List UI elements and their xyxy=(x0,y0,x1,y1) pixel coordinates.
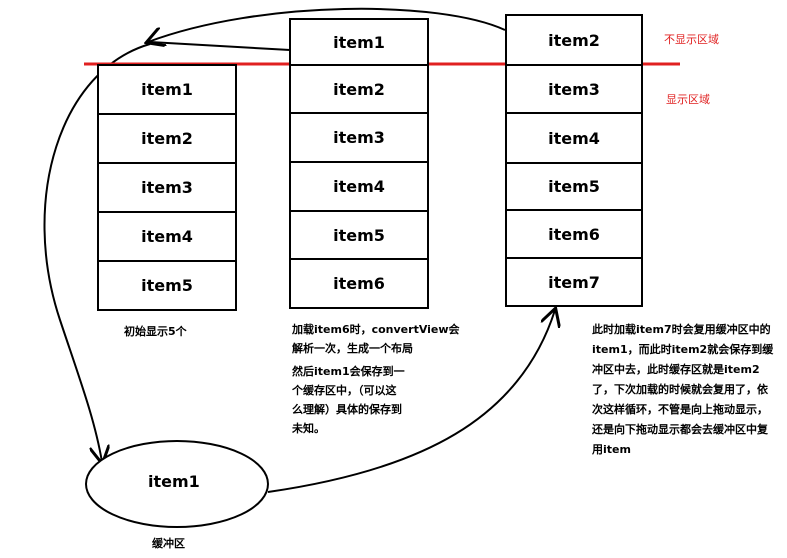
list-item: item1 xyxy=(291,20,427,66)
caption-line: 加载item6时，convertView会 xyxy=(292,323,460,336)
arrow-to-buffer xyxy=(43,43,151,462)
caption-load-item7: 此时加载item7时会复用缓冲区中的 item1，而此时item2就会保存到缓 … xyxy=(592,320,773,460)
caption-line: 未知。 xyxy=(292,422,325,435)
column-load-item7: item2 item3 item4 item5 item6 item7 xyxy=(505,14,643,307)
arrow-col3-to-col1 xyxy=(148,7,506,42)
list-item: item5 xyxy=(507,164,641,211)
list-item: item1 xyxy=(99,66,235,115)
buffer-ellipse xyxy=(85,440,269,528)
list-item: item2 xyxy=(99,115,235,164)
list-item: item2 xyxy=(507,16,641,66)
arrow-col2-to-col1 xyxy=(149,41,291,51)
list-item: item6 xyxy=(291,260,427,309)
list-item: item7 xyxy=(507,259,641,307)
column-load-item6: item1 item2 item3 item4 item5 item6 xyxy=(289,18,429,309)
caption-line: 用item xyxy=(592,443,631,456)
arrow-buffer-to-col3 xyxy=(267,310,555,493)
list-item: item4 xyxy=(99,213,235,262)
caption-line: 次这样循环，不管是向上拖动显示， xyxy=(592,403,768,416)
column-initial: item1 item2 item3 item4 item5 xyxy=(97,64,237,311)
buffer-label: 缓冲区 xyxy=(152,537,185,550)
caption-line: 冲区中去，此时缓存区就是item2 xyxy=(592,363,760,376)
list-item: item3 xyxy=(507,66,641,114)
caption-line: 此时加载item7时会复用缓冲区中的 xyxy=(592,323,771,336)
hidden-area-label: 不显示区域 xyxy=(664,33,719,46)
list-item: item5 xyxy=(99,262,235,311)
caption-line: 么理解）具体的保存到 xyxy=(292,403,402,416)
list-item: item6 xyxy=(507,211,641,259)
caption-line: 个缓存区中，（可以这 xyxy=(292,384,397,397)
list-item: item2 xyxy=(291,66,427,114)
caption-line: 初始显示5个 xyxy=(124,325,187,338)
buffer-item: item1 xyxy=(148,472,200,491)
list-item: item5 xyxy=(291,212,427,260)
list-item: item3 xyxy=(99,164,235,213)
caption-initial: 初始显示5个 xyxy=(124,322,187,342)
list-item: item4 xyxy=(507,114,641,164)
caption-line: 然后item1会保存到一 xyxy=(292,365,405,378)
visible-area-label: 显示区域 xyxy=(666,93,710,106)
caption-load-item6: 加载item6时，convertView会 解析一次，生成一个布局 然后item… xyxy=(292,320,460,438)
list-item: item4 xyxy=(291,163,427,212)
caption-line: 解析一次，生成一个布局 xyxy=(292,342,413,355)
caption-line: item1，而此时item2就会保存到缓 xyxy=(592,343,774,356)
list-item: item3 xyxy=(291,114,427,163)
caption-line: 还是向下拖动显示都会去缓冲区中复 xyxy=(592,423,768,436)
caption-line: 了，下次加载的时候就会复用了，依 xyxy=(592,383,768,396)
